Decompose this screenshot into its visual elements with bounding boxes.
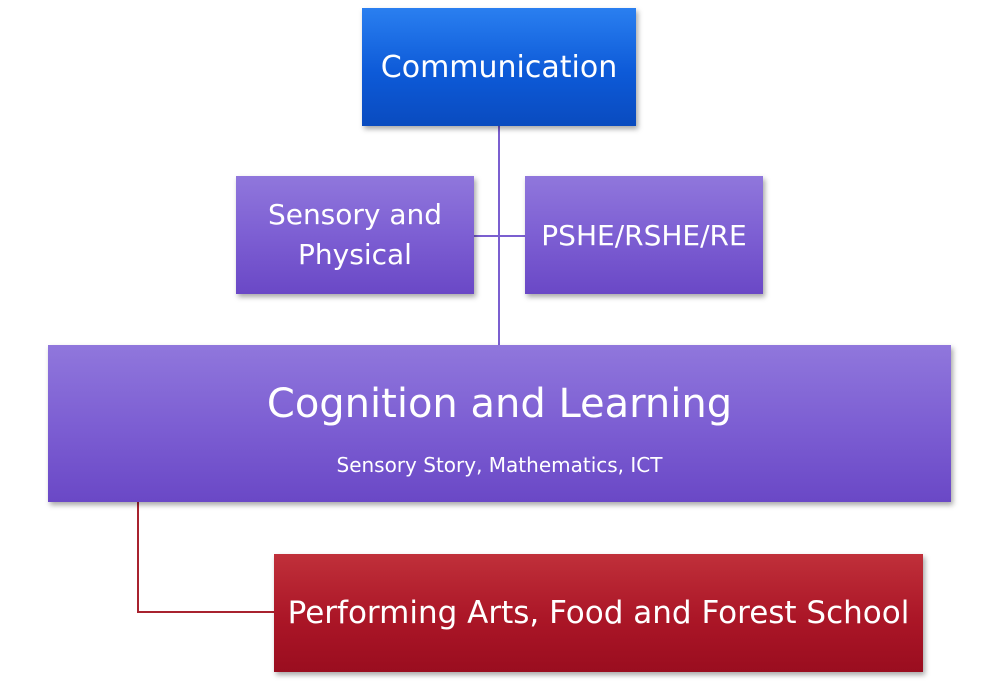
node-sensory-label-line1: Sensory and xyxy=(267,198,443,231)
node-cognition-title: Cognition and Learning xyxy=(266,381,733,427)
node-pshe-rshe-re: PSHE/RSHE/RE xyxy=(525,176,763,294)
node-performing-label: Performing Arts, Food and Forest School xyxy=(287,595,910,631)
node-pshe-label: PSHE/RSHE/RE xyxy=(541,218,747,252)
connector-cognition-to-performing xyxy=(137,502,274,613)
node-communication: Communication xyxy=(362,8,636,126)
node-sensory-and-physical: Sensory and Physical xyxy=(236,176,474,294)
node-communication-label: Communication xyxy=(380,49,618,85)
node-sensory-label-line2: Physical xyxy=(298,238,412,271)
node-cognition-subtitle: Sensory Story, Mathematics, ICT xyxy=(336,453,663,477)
node-cognition-and-learning: Cognition and Learning Sensory Story, Ma… xyxy=(48,345,951,502)
node-performing-arts: Performing Arts, Food and Forest School xyxy=(274,554,923,672)
